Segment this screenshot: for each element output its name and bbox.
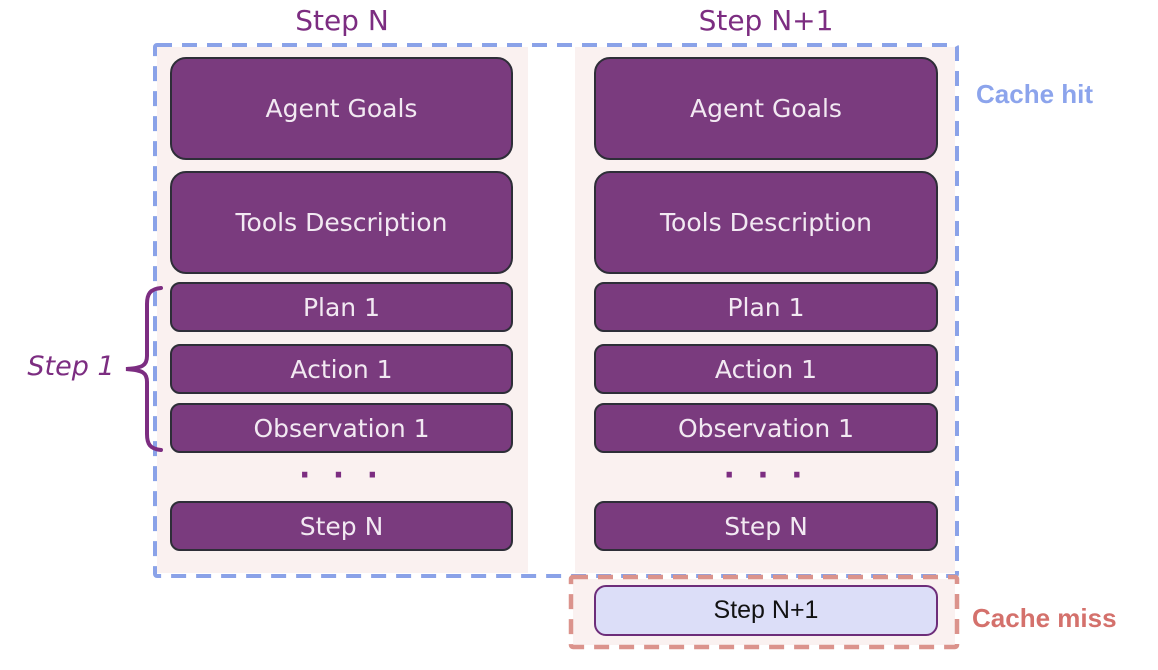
step-n1-observation-1-box: Observation 1	[594, 403, 938, 453]
step-n1-tools-description-box: Tools Description	[594, 171, 938, 274]
step-1-brace-icon	[125, 286, 163, 452]
step-n1-action-1-box: Action 1	[594, 344, 938, 394]
step-n1-agent-goals-box: Agent Goals	[594, 57, 938, 160]
step-n-tail-box: Step N	[170, 501, 513, 551]
step-n-ellipsis: · · ·	[298, 457, 385, 493]
step-n-plus-1-new-box: Step N+1	[594, 585, 938, 636]
step-n-action-1-box: Action 1	[170, 344, 513, 394]
step-n-observation-1-box: Observation 1	[170, 403, 513, 453]
step-n1-tail-box: Step N	[594, 501, 938, 551]
column-title-step-n1: Step N+1	[698, 4, 834, 37]
cache-miss-label: Cache miss	[972, 603, 1117, 633]
column-title-step-n: Step N	[295, 4, 389, 37]
step-n-plan-1-box: Plan 1	[170, 282, 513, 332]
step-n1-ellipsis: · · ·	[723, 457, 809, 493]
step-n-agent-goals-box: Agent Goals	[170, 57, 513, 160]
step-n1-plan-1-box: Plan 1	[594, 282, 938, 332]
step-1-bracket-label: Step 1	[27, 351, 115, 382]
cache-hit-label: Cache hit	[976, 79, 1094, 109]
step-n-tools-description-box: Tools Description	[170, 171, 513, 274]
